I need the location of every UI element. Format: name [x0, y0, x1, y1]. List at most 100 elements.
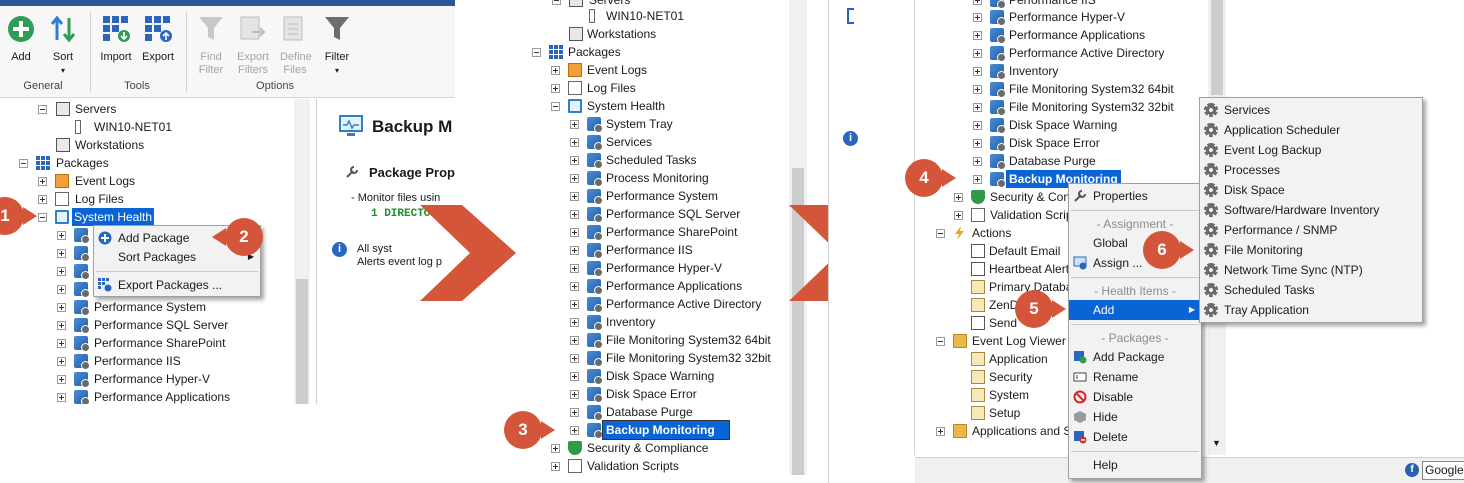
expand-icon[interactable]: [936, 427, 945, 436]
scrollbar-thumb[interactable]: [1211, 0, 1223, 95]
monitor-icon: [568, 99, 582, 113]
expand-icon[interactable]: [973, 157, 982, 166]
expand-icon[interactable]: [57, 375, 66, 384]
find-filter-button[interactable]: Find Filter: [192, 14, 230, 77]
collapse-icon[interactable]: [551, 102, 560, 111]
menu-item-rename[interactable]: Rename: [1069, 367, 1201, 387]
menu-item-add-package[interactable]: Add Package: [94, 228, 260, 248]
expand-icon[interactable]: [570, 390, 579, 399]
expand-icon[interactable]: [973, 175, 982, 184]
expand-icon[interactable]: [57, 321, 66, 330]
expand-icon[interactable]: [570, 300, 579, 309]
expand-icon[interactable]: [570, 192, 579, 201]
submenu-item[interactable]: Event Log Backup: [1200, 140, 1422, 160]
collapse-icon[interactable]: [552, 0, 561, 5]
scrollbar-thumb[interactable]: [792, 168, 804, 475]
submenu-item[interactable]: Performance / SNMP: [1200, 220, 1422, 240]
expand-icon[interactable]: [57, 357, 66, 366]
menu-item-export-packages[interactable]: Export Packages ...: [94, 275, 260, 295]
menu-item-disable[interactable]: Disable: [1069, 387, 1201, 407]
submenu-item[interactable]: Tray Application: [1200, 300, 1422, 320]
expand-icon[interactable]: [570, 228, 579, 237]
expand-icon[interactable]: [973, 139, 982, 148]
expand-icon[interactable]: [570, 246, 579, 255]
expand-icon[interactable]: [57, 285, 66, 294]
filter-icon: [325, 17, 349, 40]
facebook-icon[interactable]: f: [1405, 463, 1419, 477]
menu-item-hide[interactable]: Hide: [1069, 407, 1201, 427]
expand-icon[interactable]: [570, 336, 579, 345]
collapse-icon[interactable]: [38, 213, 47, 222]
lightning-icon: [955, 226, 964, 240]
expand-icon[interactable]: [570, 264, 579, 273]
expand-icon[interactable]: [570, 372, 579, 381]
submenu-item[interactable]: Scheduled Tasks: [1200, 280, 1422, 300]
tree-scrollbar[interactable]: [294, 99, 310, 404]
expand-icon[interactable]: [57, 339, 66, 348]
scroll-down-icon[interactable]: ▼: [1212, 438, 1221, 448]
scrollbar-thumb[interactable]: [296, 279, 308, 404]
expand-icon[interactable]: [570, 318, 579, 327]
expand-icon[interactable]: [954, 193, 963, 202]
expand-icon[interactable]: [551, 84, 560, 93]
expand-icon[interactable]: [570, 138, 579, 147]
expand-icon[interactable]: [57, 267, 66, 276]
expand-icon[interactable]: [570, 426, 579, 435]
expand-icon[interactable]: [570, 210, 579, 219]
expand-icon[interactable]: [57, 249, 66, 258]
expand-icon[interactable]: [38, 177, 47, 186]
export-button[interactable]: Export: [138, 14, 178, 64]
export-filters-button[interactable]: Export Filters: [232, 14, 274, 77]
expand-icon[interactable]: [57, 303, 66, 312]
submenu-item[interactable]: File Monitoring: [1200, 240, 1422, 260]
submenu-item[interactable]: Processes: [1200, 160, 1422, 180]
tree-scrollbar[interactable]: [789, 0, 807, 475]
expand-icon[interactable]: [973, 31, 982, 40]
expand-icon[interactable]: [973, 85, 982, 94]
menu-item-help[interactable]: Help: [1093, 458, 1118, 472]
expand-icon[interactable]: [551, 66, 560, 75]
submenu-item[interactable]: Services: [1200, 100, 1422, 120]
collapse-icon[interactable]: [532, 48, 541, 57]
sort-button[interactable]: Sort ▾: [44, 14, 82, 77]
expand-icon[interactable]: [973, 121, 982, 130]
submenu-item[interactable]: Software/Hardware Inventory: [1200, 200, 1422, 220]
expand-icon[interactable]: [570, 354, 579, 363]
collapse-icon[interactable]: [19, 159, 28, 168]
expand-icon[interactable]: [973, 13, 982, 22]
collapse-icon[interactable]: [936, 337, 945, 346]
menu-item-sort-packages[interactable]: Sort Packages ▶: [94, 247, 260, 267]
expand-icon[interactable]: [973, 0, 982, 5]
define-files-button[interactable]: Define Files: [276, 14, 314, 77]
submenu-item[interactable]: Application Scheduler: [1200, 120, 1422, 140]
expand-icon[interactable]: [570, 174, 579, 183]
expand-icon[interactable]: [570, 156, 579, 165]
menu-item-properties[interactable]: Properties: [1069, 186, 1201, 206]
submenu-item[interactable]: Network Time Sync (NTP): [1200, 260, 1422, 280]
google-button[interactable]: Google: [1422, 461, 1464, 480]
expand-icon[interactable]: [973, 49, 982, 58]
group-label-general: General: [23, 80, 63, 92]
collapse-icon[interactable]: [936, 229, 945, 238]
expand-icon[interactable]: [570, 408, 579, 417]
expand-icon[interactable]: [38, 195, 47, 204]
menu-item-delete[interactable]: Delete: [1069, 427, 1201, 447]
collapse-icon[interactable]: [38, 105, 47, 114]
menu-item-add[interactable]: Add ▶: [1069, 300, 1201, 320]
expand-icon[interactable]: [973, 67, 982, 76]
filter-button[interactable]: Filter ▾: [318, 14, 356, 77]
expand-icon[interactable]: [551, 462, 560, 471]
menu-item-add-package[interactable]: Add Package: [1069, 347, 1201, 367]
import-button[interactable]: Import: [96, 14, 136, 64]
expand-icon[interactable]: [570, 282, 579, 291]
add-button[interactable]: Add: [4, 14, 38, 64]
expand-icon[interactable]: [551, 444, 560, 453]
expand-icon[interactable]: [954, 211, 963, 220]
menu-item-global[interactable]: Global: [1093, 236, 1128, 250]
expand-icon[interactable]: [57, 231, 66, 240]
submenu-item[interactable]: Disk Space: [1200, 180, 1422, 200]
expand-icon[interactable]: [973, 103, 982, 112]
expand-icon[interactable]: [57, 393, 66, 402]
menu-item-assign[interactable]: Assign ...: [1069, 253, 1201, 273]
expand-icon[interactable]: [570, 120, 579, 129]
